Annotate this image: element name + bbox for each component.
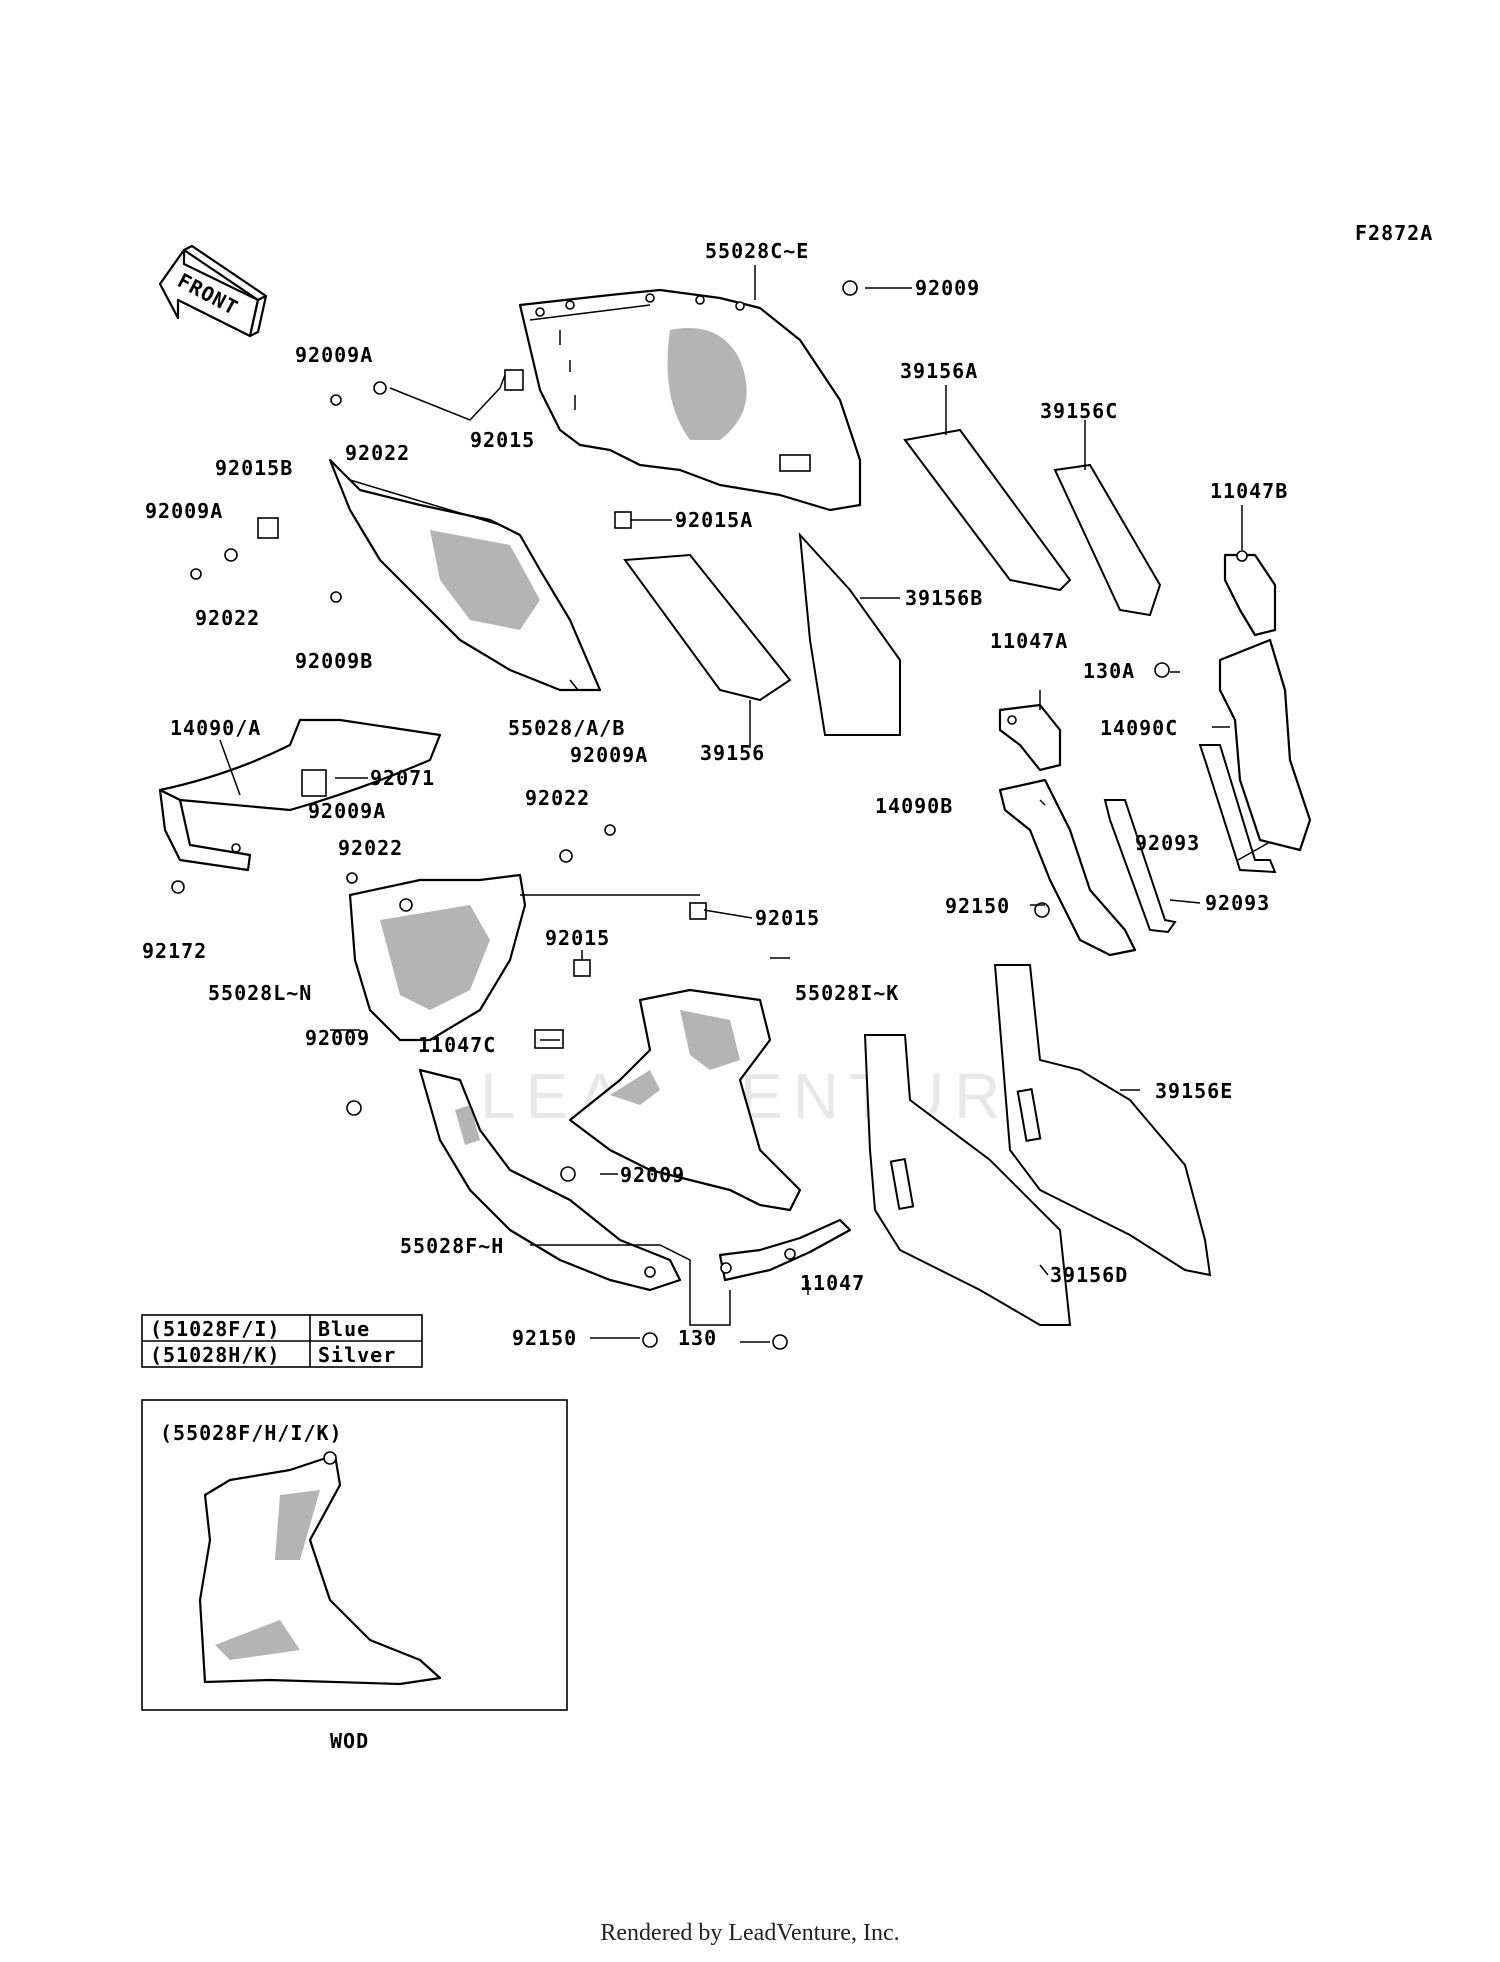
part-label: 14090C [1100,716,1178,740]
inner-cowl-upper [518,288,862,512]
part-label: 39156E [1155,1079,1233,1103]
part-label: 92009B [295,649,373,673]
part-label: 55028C~E [705,239,809,263]
part-label: 92009A [308,799,386,823]
part-label: 39156C [1040,399,1118,423]
part-label: 92093 [1205,891,1270,915]
color-table-color-2: Silver [318,1343,396,1367]
part-label: 11047B [1210,479,1288,503]
part-label: 92015A [675,508,753,532]
part-label: 92015 [755,906,820,930]
leader-lines [219,265,1271,1343]
seal-92093-right [1198,744,1277,874]
cover-14090A [158,718,442,872]
insulator-39156E-slot [1016,1088,1042,1142]
bracket-14090C [1218,638,1312,852]
part-label: 130A [1083,659,1135,683]
color-table-code-1: (51028F/I) [150,1317,280,1341]
bracket-11047B [1223,550,1277,637]
bracket-14090B [998,778,1137,957]
bracket-11047 [718,1218,852,1282]
lower-cowl-inner [568,988,802,1212]
part-label: 11047C [418,1033,496,1057]
part-label: 92015 [545,926,610,950]
part-label: 92022 [195,606,260,630]
part-label: 11047 [800,1271,865,1295]
insulator-39156E [993,964,1212,1277]
part-label: 11047A [990,629,1068,653]
wod-caption: WOD [330,1729,369,1753]
part-label: 92009A [145,499,223,523]
part-label: 92150 [945,894,1010,918]
part-label: 92009 [915,276,980,300]
insulator-39156B [798,532,901,736]
part-label: 92150 [512,1326,577,1350]
part-label: 92071 [370,766,435,790]
fasteners [171,280,1170,1350]
bracket-11047A [998,703,1062,772]
lower-cowl-side [418,1068,682,1292]
watermark: LEADVENTURE [480,1060,1063,1132]
lower-cowl-front [348,873,527,1042]
part-label: 39156B [905,586,983,610]
part-label: 92009A [295,343,373,367]
insulator-39156C [1053,463,1162,617]
insulator-39156A [903,428,1072,592]
inset-title: (55028F/H/I/K) [160,1421,343,1445]
part-label: 39156D [1050,1263,1128,1287]
part-label: 92022 [525,786,590,810]
footer-credit: Rendered by LeadVenture, Inc. [600,1920,900,1946]
color-table-code-2: (51028H/K) [150,1343,280,1367]
part-label: 55028F~H [400,1234,504,1258]
diagram-code: F2872A [1355,221,1433,245]
insulator-39156D-slot [889,1157,915,1211]
front-arrow-icon: FRONT [158,244,268,338]
color-table-color-1: Blue [318,1317,370,1341]
part-label: 92093 [1135,831,1200,855]
part-label: 92015 [470,428,535,452]
insulator-39156D [863,1034,1072,1326]
insulator-39156 [623,553,792,702]
part-label: 130 [678,1326,717,1350]
inset-box: (55028F/H/I/K) WOD [141,1399,568,1753]
part-label: 39156A [900,359,978,383]
side-cowl-main [328,458,602,692]
part-label: 92022 [345,441,410,465]
color-table: (51028F/I) Blue (51028H/K) Silver [141,1314,423,1368]
part-label: 92009A [570,743,648,767]
part-label: 92022 [338,836,403,860]
part-label: 92015B [215,456,293,480]
part-label: 92009 [305,1026,370,1050]
part-label: 55028L~N [208,981,312,1005]
part-label: 92009 [620,1163,685,1187]
part-label: 92172 [142,939,207,963]
part-label: 14090/A [170,716,261,740]
part-label: 55028I~K [795,981,899,1005]
seal-92093-left [1103,799,1177,934]
part-label: 39156 [700,741,765,765]
part-label: 55028/A/B [508,716,625,740]
part-label: 14090B [875,794,953,818]
part-labels: 55028C~E 92009 92009A 92022 92015 39156A… [142,239,1288,1350]
